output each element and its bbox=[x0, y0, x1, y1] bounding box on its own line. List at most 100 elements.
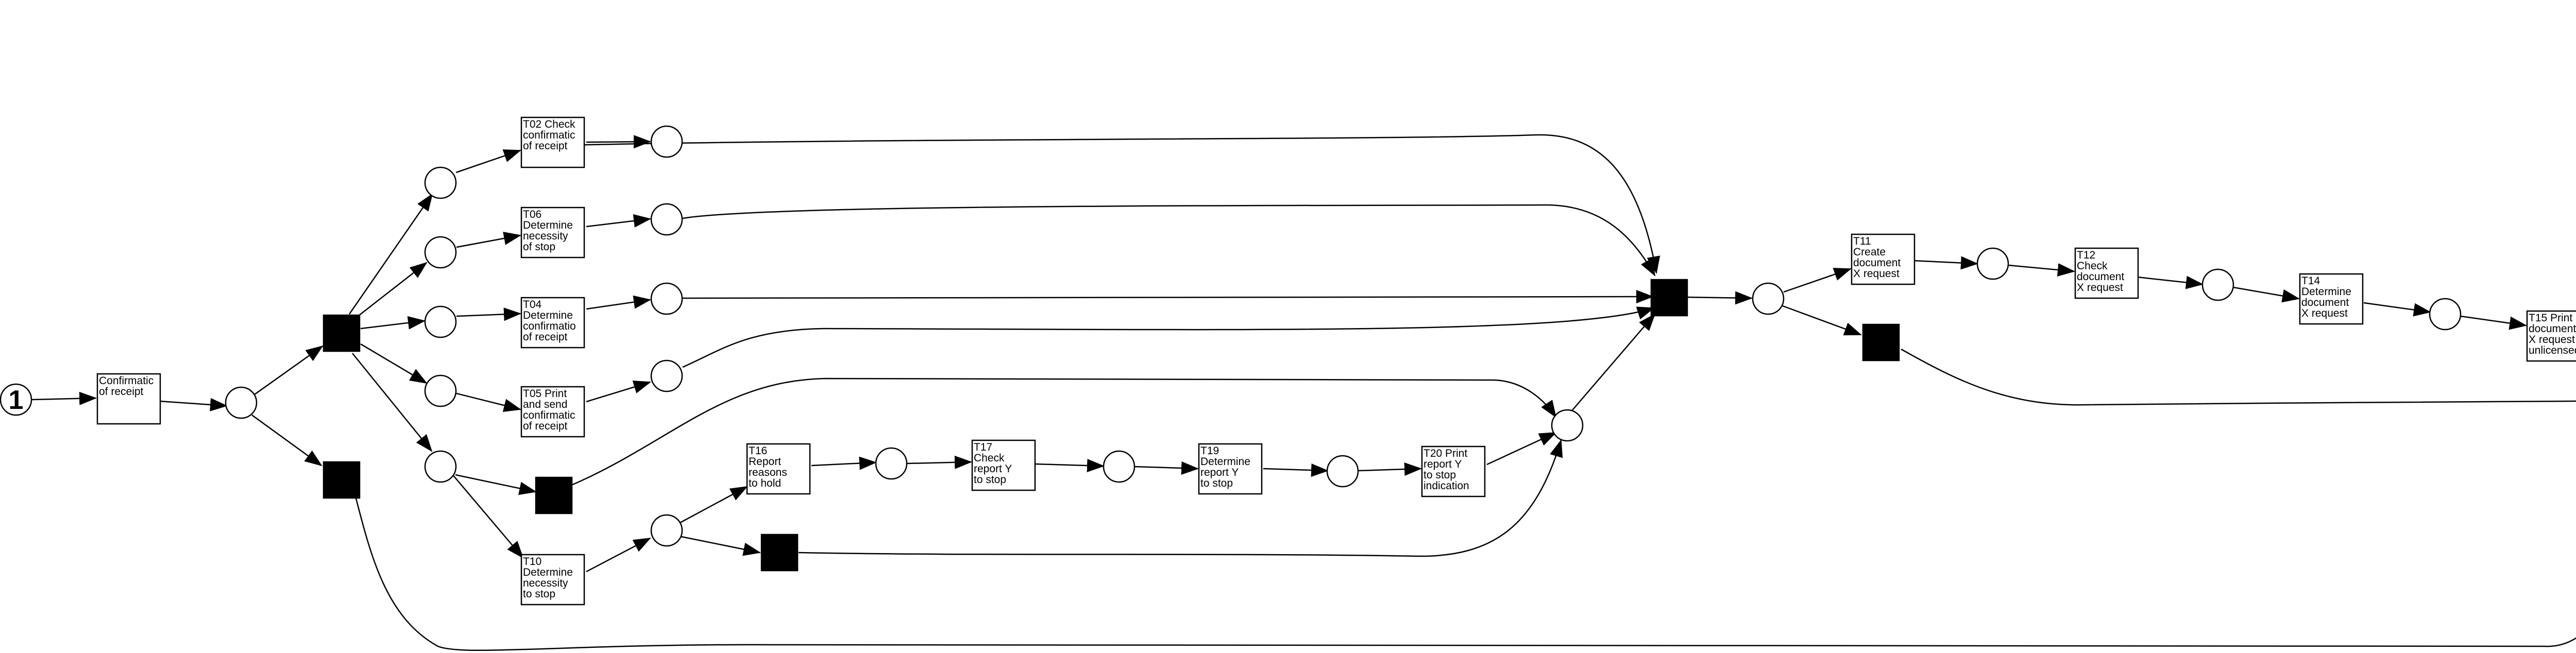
arc bbox=[586, 214, 651, 228]
place bbox=[1326, 455, 1359, 488]
arc bbox=[254, 345, 324, 396]
transition-t19: T19 Determine report Y to stop bbox=[1198, 443, 1263, 495]
silent-transition bbox=[535, 476, 573, 514]
silent-transitions bbox=[323, 279, 1900, 572]
arc bbox=[566, 134, 1660, 274]
arc bbox=[1035, 459, 1105, 473]
transition-label-line: necessity bbox=[523, 577, 568, 589]
place bbox=[1551, 409, 1584, 442]
arc bbox=[1684, 291, 1753, 305]
transition-label-line: of receipt bbox=[523, 331, 568, 343]
transition-label-line: X request bbox=[2301, 307, 2348, 319]
place bbox=[650, 125, 683, 158]
transition-label-line: X request bbox=[1853, 268, 1900, 280]
arc bbox=[1358, 462, 1422, 476]
place bbox=[225, 386, 258, 419]
transition-label-line: X request bbox=[2529, 334, 2575, 346]
arc bbox=[451, 473, 524, 559]
transition-label-line: necessity bbox=[523, 230, 568, 242]
transition-label-line: T12 bbox=[2077, 249, 2095, 261]
transition-label-line: Determine bbox=[1200, 456, 1250, 468]
place bbox=[2429, 298, 2462, 331]
arc bbox=[2008, 263, 2075, 277]
arc bbox=[1901, 348, 2576, 406]
transition-label-line: document bbox=[1853, 257, 1901, 269]
arc bbox=[348, 193, 433, 315]
arc bbox=[681, 536, 761, 556]
transition-label-line: T05 Print bbox=[523, 388, 567, 400]
transition-label-line: document bbox=[2077, 271, 2124, 283]
silent-transition bbox=[1862, 323, 1900, 362]
transition-label-line: of receipt bbox=[99, 386, 144, 398]
place bbox=[1976, 247, 2009, 280]
arc bbox=[586, 380, 651, 403]
arc bbox=[456, 232, 521, 248]
arc bbox=[1567, 313, 1656, 417]
transition-label-line: confirmatic bbox=[523, 129, 575, 141]
transition-label-line: confirmatic bbox=[523, 409, 575, 421]
transition-label-line: reasons bbox=[749, 467, 787, 478]
arc bbox=[682, 290, 1654, 304]
arc bbox=[2460, 315, 2527, 330]
places: 1 bbox=[0, 125, 2462, 547]
transition-label-line: of receipt bbox=[523, 140, 568, 152]
transition-label-line: T14 bbox=[2301, 275, 2320, 287]
transition-t06: T06 Determine necessity of stop bbox=[520, 207, 585, 259]
transition-label-line: report Y bbox=[974, 463, 1012, 475]
transition-label-line: to stop bbox=[523, 588, 555, 600]
arc bbox=[1783, 268, 1852, 293]
transition-label-line: Check bbox=[974, 452, 1005, 464]
transition-label-line: of stop bbox=[523, 241, 555, 253]
arc bbox=[586, 295, 651, 310]
transition-label-line: Determine bbox=[523, 219, 573, 231]
transition-label-line: indication bbox=[1423, 480, 1469, 492]
transition-label-line: to stop bbox=[1200, 477, 1233, 489]
transition-t11: T11 Create document X request bbox=[1851, 233, 1916, 285]
arc bbox=[570, 377, 1557, 487]
arc bbox=[682, 204, 1656, 277]
transition-label-line: report Y bbox=[1423, 458, 1462, 470]
start-token-count: 1 bbox=[9, 385, 24, 415]
transition-label-line: T20 Print bbox=[1423, 448, 1467, 459]
transition-label-line: Determine bbox=[2301, 286, 2351, 298]
transition-label-line: to stop bbox=[974, 474, 1006, 486]
place bbox=[424, 305, 457, 338]
arc bbox=[2233, 286, 2300, 303]
place bbox=[875, 447, 908, 480]
arc bbox=[455, 474, 537, 495]
transition-label-line: T04 bbox=[523, 299, 542, 311]
arc bbox=[906, 455, 972, 469]
transition-label-line: and send bbox=[523, 399, 567, 410]
transition-label-line: to hold bbox=[749, 477, 781, 489]
place bbox=[650, 203, 683, 236]
arc bbox=[354, 496, 2576, 651]
silent-transition bbox=[323, 314, 361, 352]
place bbox=[1103, 450, 1136, 483]
arc bbox=[456, 392, 521, 412]
place bbox=[424, 236, 457, 269]
place bbox=[424, 450, 457, 483]
place bbox=[650, 514, 683, 547]
transition-t12: T12 Check document X request bbox=[2074, 247, 2139, 299]
transition-t02: T02 Check confirmatic of receipt bbox=[520, 116, 585, 168]
labeled-transitions: Confirmatic of receipt T02 Check confirm… bbox=[96, 116, 2576, 606]
arc bbox=[2363, 302, 2431, 317]
transition-t16: T16 Report reasons to hold bbox=[746, 443, 811, 495]
transition-t20: T20 Print report Y to stop indication bbox=[1421, 445, 1486, 497]
place bbox=[1752, 282, 1785, 315]
arc bbox=[680, 486, 748, 524]
transition-label-line: of receipt bbox=[523, 420, 568, 432]
transition-confirmation-of-receipt: Confirmatic of receipt bbox=[96, 373, 161, 425]
arc bbox=[1912, 256, 1978, 270]
transition-label-line: T17 bbox=[974, 441, 992, 453]
arc bbox=[360, 316, 426, 330]
transition-label-line: Report bbox=[749, 456, 781, 468]
transition-label-line: Confirmatic bbox=[99, 375, 154, 387]
silent-transition bbox=[1650, 279, 1688, 317]
transition-label-line: Create bbox=[1853, 246, 1886, 258]
transition-t05: T05 Print and send confirmatic of receip… bbox=[520, 386, 585, 438]
arc bbox=[456, 307, 521, 321]
transition-t17: T17 Check report Y to stop bbox=[971, 439, 1036, 491]
transition-label-line: Determine bbox=[523, 310, 573, 321]
